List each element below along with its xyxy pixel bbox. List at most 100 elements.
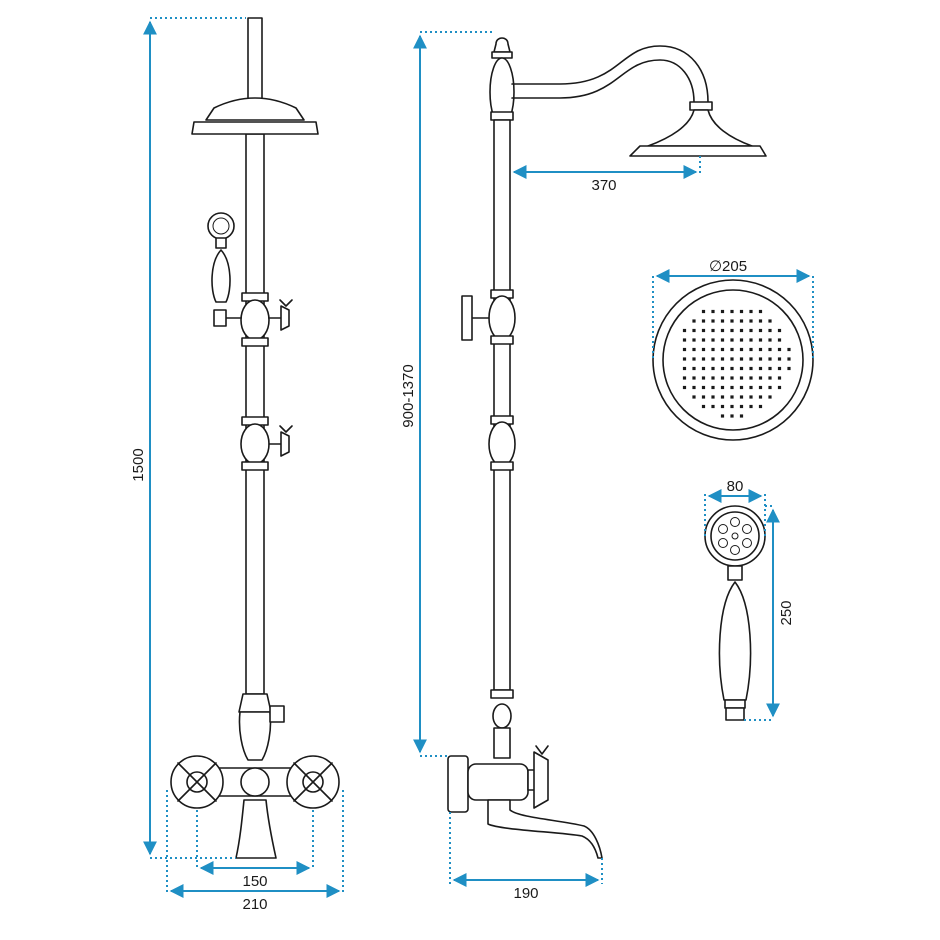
rain-head-nozzle	[692, 395, 696, 399]
rain-head-nozzle	[720, 385, 725, 390]
front-right-handle-cross	[293, 762, 333, 802]
rain-head-nozzle	[758, 395, 763, 399]
hand-width-label: 80	[727, 478, 744, 495]
front-upper-diverter-body	[240, 299, 270, 341]
rain-head-nozzle	[739, 366, 744, 371]
hand-shower-nozzle	[718, 538, 728, 548]
rain-head-nozzle	[758, 347, 763, 352]
rain-head-nozzle	[749, 385, 753, 390]
front-view	[170, 17, 340, 859]
side-bottom-collar	[490, 689, 514, 699]
front-hand-shower-head	[207, 212, 235, 240]
rain-head-dimensions: ∅205	[652, 258, 814, 360]
rain-head-nozzle	[701, 357, 706, 361]
rain-head-nozzle	[768, 328, 772, 333]
front-upper-collar-lower	[241, 337, 269, 347]
rain-head-nozzle	[682, 376, 687, 380]
rain-head-nozzle	[739, 357, 744, 361]
hand-shower-end-nut	[725, 707, 745, 721]
rain-head-nozzle	[739, 309, 744, 314]
hand-shower-nozzle	[742, 538, 752, 548]
rain-head-nozzle	[758, 319, 763, 323]
rain-head-nozzle	[720, 414, 725, 418]
total-height-label: 1500	[130, 448, 147, 481]
rain-head-nozzle	[749, 404, 753, 409]
rain-head-nozzle	[739, 347, 744, 352]
side-bracket-bulb	[488, 295, 516, 341]
side-wall-plate	[461, 295, 473, 341]
rain-head-nozzle-grid	[682, 309, 791, 418]
rain-head-nozzle	[730, 319, 734, 323]
front-diverter-body	[238, 711, 272, 761]
mixer-width-label: 210	[242, 896, 267, 913]
side-dimensions: 900-1370 370 190	[400, 31, 701, 902]
side-finial	[493, 37, 511, 53]
rain-head-nozzle	[749, 319, 753, 323]
rain-head-nozzle	[739, 328, 744, 333]
front-riser-pipe	[245, 133, 265, 695]
side-shower-arm	[511, 45, 709, 103]
rain-head-nozzle	[720, 366, 725, 371]
rain-head-nozzle	[777, 338, 782, 342]
side-arm-connector	[689, 101, 713, 111]
rain-head-nozzle	[777, 347, 782, 352]
rain-head-nozzle	[730, 404, 734, 409]
rain-head-nozzle	[730, 395, 734, 399]
rain-head-nozzle	[711, 404, 715, 409]
rain-head-nozzle	[720, 357, 725, 361]
rain-head-nozzle	[730, 309, 734, 314]
rain-head-nozzle	[711, 347, 715, 352]
rain-head-nozzle	[749, 357, 753, 361]
rain-head-nozzle	[701, 366, 706, 371]
front-holder-clip	[213, 309, 227, 327]
front-rain-head-rim	[191, 121, 319, 135]
rain-head-nozzle	[701, 319, 706, 323]
rain-head-nozzle	[701, 404, 706, 409]
rain-head-diameter-label: ∅205	[709, 258, 747, 275]
rain-head-nozzle	[682, 385, 687, 390]
rain-head-nozzle	[682, 357, 687, 361]
rain-head-nozzle	[749, 309, 753, 314]
rain-head-nozzle	[768, 376, 772, 380]
side-view	[447, 37, 767, 859]
hand-shower-nozzle	[730, 517, 740, 527]
rain-head-nozzle	[720, 319, 725, 323]
front-mixer-center	[240, 767, 270, 797]
hand-shower-nozzle	[718, 524, 728, 534]
rain-head-nozzle	[768, 338, 772, 342]
rain-head-inner-ring	[662, 289, 804, 431]
rain-head-nozzle	[758, 404, 763, 409]
side-rain-head	[647, 109, 753, 147]
side-bracket-collar-lower	[490, 335, 514, 345]
front-hand-shower-face	[212, 217, 230, 235]
rain-head-nozzle	[739, 414, 744, 418]
rain-head-nozzle	[711, 376, 715, 380]
side-finial-collar	[491, 51, 513, 59]
front-upper-knob-cross	[279, 299, 293, 307]
rain-head-nozzle	[711, 319, 715, 323]
rain-head-nozzle	[739, 404, 744, 409]
rain-head-nozzle	[730, 338, 734, 342]
rain-head-nozzle	[720, 395, 725, 399]
rain-head-nozzle	[730, 385, 734, 390]
hand-shower-neck	[727, 565, 743, 581]
side-rain-head-rim	[629, 145, 767, 157]
rain-head-nozzle	[711, 366, 715, 371]
hand-shower-head-inner	[710, 511, 760, 561]
rain-head-nozzle	[749, 376, 753, 380]
rain-head-nozzle	[749, 366, 753, 371]
rain-head-nozzle	[682, 347, 687, 352]
rain-head-nozzle	[777, 357, 782, 361]
rain-head-nozzle	[692, 376, 696, 380]
adjustable-height-label: 900-1370	[400, 364, 417, 427]
rain-head-nozzle	[768, 366, 772, 371]
rain-head-nozzle	[692, 338, 696, 342]
front-lower-knob-cross	[279, 425, 293, 433]
rain-head-nozzle	[758, 385, 763, 390]
side-lower-bulb	[488, 421, 516, 467]
rain-head-nozzle	[720, 328, 725, 333]
rain-head-face-view	[652, 279, 814, 441]
rain-head-nozzle	[730, 347, 734, 352]
rain-head-nozzle	[692, 347, 696, 352]
hand-shower-head-outer	[704, 505, 766, 567]
